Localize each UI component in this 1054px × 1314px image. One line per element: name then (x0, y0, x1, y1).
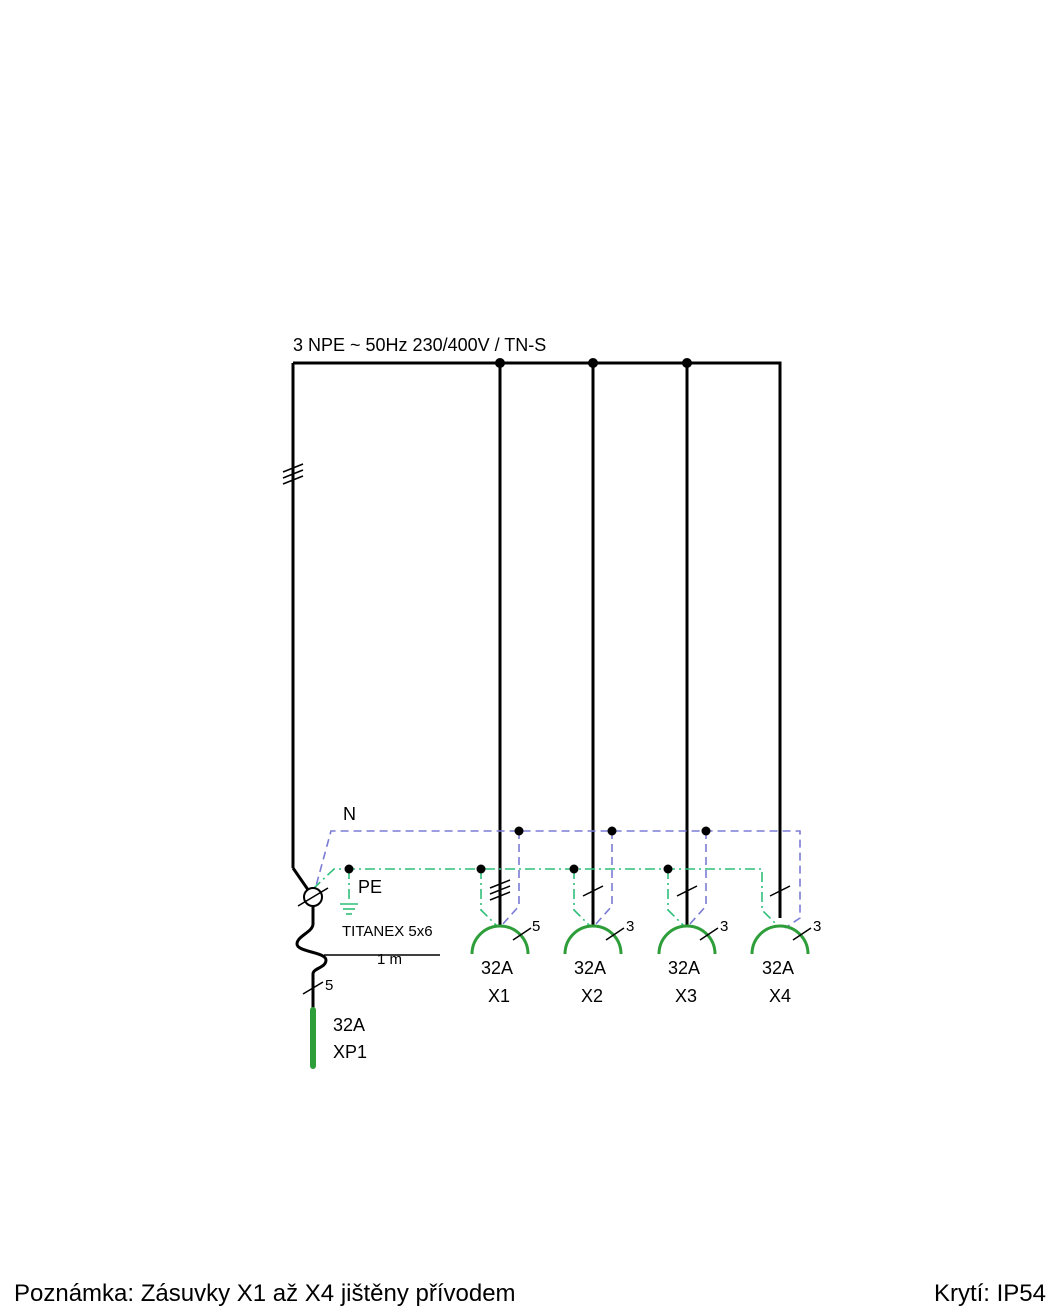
bus-nodes (495, 358, 692, 368)
socket-x3: 3 32A X3 (657, 885, 728, 1006)
neutral-conductor (312, 830, 801, 929)
socket-icon (563, 924, 623, 955)
footer-note: Poznámka: Zásuvky X1 až X4 jištěny přívo… (14, 1280, 516, 1307)
bus-node-x1 (495, 358, 505, 368)
x1-phase-ticks (489, 879, 511, 901)
socket-icon (750, 924, 810, 955)
flexible-cable (295, 906, 328, 1010)
cable-length: 1 m (377, 951, 402, 968)
socket-x1: 5 32A X1 (470, 879, 540, 1006)
neutral-label: N (343, 804, 356, 824)
footer-protection-rating: Krytí: IP54 (933, 1280, 1046, 1307)
socket-rating: 32A (668, 958, 700, 978)
socket-conductors: 5 (532, 918, 540, 935)
socket-rating: 32A (481, 958, 513, 978)
inlet-designation: XP1 (333, 1042, 367, 1062)
bus-to-x4 (293, 361, 782, 918)
bus-node-x2 (588, 358, 598, 368)
inlet-rating: 32A (333, 1015, 365, 1035)
socket-x2: 3 32A X2 (563, 885, 634, 1006)
earth-icon (340, 903, 358, 915)
inlet-conductor-tick (302, 981, 324, 995)
socket-designation: X4 (769, 986, 791, 1006)
socket-designation: X2 (581, 986, 603, 1006)
pe-conductor (312, 868, 779, 927)
bus-node-x3 (682, 358, 692, 368)
socket-icon (470, 924, 530, 955)
socket-conductors: 3 (813, 918, 821, 935)
phase-bus (291, 361, 782, 925)
socket-icon (657, 924, 717, 955)
pe-nodes (344, 864, 673, 874)
inlet-conductors: 5 (325, 977, 333, 994)
junction-tick (297, 887, 329, 907)
supply-conductor-ticks (282, 463, 304, 485)
neutral-nodes (514, 826, 711, 836)
socket-designation: X3 (675, 986, 697, 1006)
socket-conductors: 3 (720, 918, 728, 935)
socket-designation: X1 (488, 986, 510, 1006)
socket-x4: 3 32A X4 (750, 885, 821, 1006)
socket-rating: 32A (762, 958, 794, 978)
pe-label: PE (358, 877, 382, 897)
socket-conductors: 3 (626, 918, 634, 935)
cable-type: TITANEX 5x6 (342, 923, 433, 940)
supply-label: 3 NPE ~ 50Hz 230/400V / TN-S (293, 335, 546, 355)
socket-rating: 32A (574, 958, 606, 978)
